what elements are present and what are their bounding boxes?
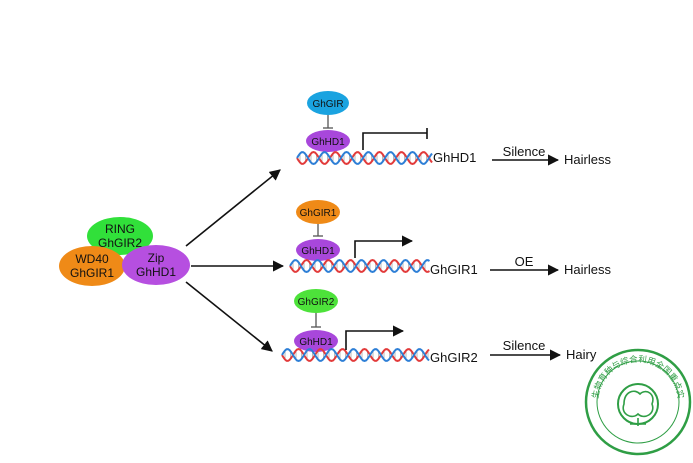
row-1: GhGIR GhHD1 GhHD1 Silence Hairless [296, 91, 611, 167]
dna-strand-blue [289, 258, 431, 274]
gene-label-2: GhGIR1 [430, 262, 478, 277]
zip-name: GhHD1 [136, 265, 176, 279]
factor-ellipse-1 [306, 130, 350, 152]
zip-label: Zip [148, 251, 165, 265]
regulator-ellipse-3 [294, 289, 338, 313]
gene-label-3: GhGIR2 [430, 350, 478, 365]
dna-helix-1 [296, 150, 433, 166]
regulator-label-3: GhGIR2 [298, 297, 335, 308]
repressed-promoter-1 [362, 128, 428, 150]
factor-ellipse-2 [296, 239, 340, 261]
treatment-label-3: Silence [503, 338, 546, 353]
gene-label-1: GhHD1 [433, 150, 476, 165]
protein-complex: RING GhGIR2 WD40 GhGIR1 Zip GhHD1 [59, 217, 190, 286]
branch-arrow-bottom [185, 281, 273, 352]
regulator-ellipse-1 [307, 91, 349, 115]
treatment-label-2: OE [515, 254, 534, 269]
factor-ellipse-3 [294, 330, 338, 352]
phenotype-label-2: Hairless [564, 262, 611, 277]
dna-helix-2 [289, 258, 431, 274]
wd40-label: WD40 [75, 252, 109, 266]
factor-label-1: GhHD1 [311, 137, 345, 148]
factor-label-2: GhHD1 [301, 246, 335, 257]
wd40-ghgir1-protein [59, 246, 125, 286]
regulator-ellipse-2 [296, 200, 340, 224]
dna-helix-3 [281, 347, 430, 363]
ring-label: RING [105, 222, 135, 236]
dna-strand-blue [281, 347, 430, 363]
active-promoter-2 [354, 235, 414, 258]
branch-arrow-top [185, 169, 281, 247]
dna-strand-red [289, 258, 431, 274]
treatment-label-1: Silence [503, 144, 546, 159]
dna-strand-red [281, 347, 430, 363]
seal-text: 棉花生物育种与综合利用全国重点实验室 [0, 0, 686, 399]
row-3: GhGIR2 GhHD1 GhGIR2 Silence Hairy [281, 289, 597, 365]
active-promoter-3 [345, 325, 405, 350]
dna-strand-blue [296, 150, 433, 166]
factor-label-3: GhHD1 [299, 337, 333, 348]
wd40-name: GhGIR1 [70, 266, 114, 280]
regulator-label-1: GhGIR [312, 99, 343, 110]
regulator-label-2: GhGIR1 [300, 208, 337, 219]
row-2: GhGIR1 GhHD1 GhGIR1 OE Hairless [289, 200, 611, 277]
ring-name: GhGIR2 [98, 236, 142, 250]
phenotype-label-1: Hairless [564, 152, 611, 167]
zip-ghhd1-protein [122, 245, 190, 285]
ring-ghgir2-protein [87, 217, 153, 255]
phenotype-label-3: Hairy [566, 347, 597, 362]
